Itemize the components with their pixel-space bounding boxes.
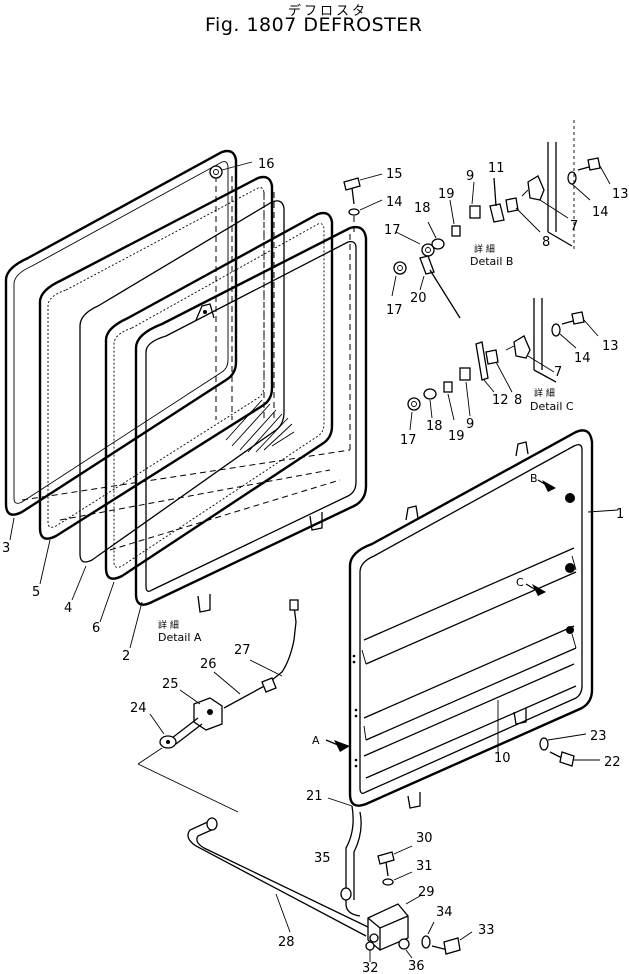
part-label-9-detail-c: 9 (466, 417, 474, 432)
detail-b-label: Detail B (470, 255, 513, 268)
part-label-20: 20 (410, 291, 427, 306)
part-label-23: 23 (590, 729, 607, 744)
part-label-33: 33 (478, 923, 495, 938)
part-label-10: 10 (494, 751, 511, 766)
part-label-5: 5 (32, 585, 40, 600)
arrow-letter-b: B (530, 472, 538, 485)
part-label-6: 6 (92, 621, 100, 636)
part-label-2: 2 (122, 649, 130, 664)
part-15-screw (343, 173, 383, 205)
part-6-inner-seal (104, 211, 334, 580)
part-29-block (367, 895, 421, 951)
part-label-34: 34 (436, 905, 453, 920)
part-label-18-detail-c: 18 (426, 419, 443, 434)
part-label-1: 1 (616, 507, 624, 522)
part-30-31-screw (377, 845, 413, 886)
knob-leader-line-2 (137, 747, 163, 765)
part-14-washer (348, 199, 383, 232)
detail-b-parts (391, 120, 611, 319)
part-label-28: 28 (278, 935, 295, 950)
part-leader-lines (9, 509, 619, 752)
part-label-13-detail-b: 13 (612, 187, 629, 202)
part-25-bracket (179, 689, 223, 731)
detail-b-jp: 詳 細 (474, 243, 495, 255)
knob-leader-line (137, 763, 239, 813)
glass-reflection-hatch (225, 399, 295, 453)
part-32-36-fittings (365, 938, 413, 962)
part-label-36: 36 (408, 959, 425, 974)
part-number-labels: 1 2 3 4 5 6 7 7 8 8 9 9 10 11 12 13 13 1… (2, 157, 629, 974)
part-35-grommet (340, 887, 352, 901)
part-label-25: 25 (162, 677, 179, 692)
part-5-glass-seal (38, 175, 274, 540)
detail-c-jp: 詳 細 (534, 387, 555, 399)
arrow-letters: B C A (312, 472, 538, 747)
arrow-letter-a: A (312, 734, 320, 747)
part-label-30: 30 (416, 831, 433, 846)
part-label-27: 27 (234, 643, 251, 658)
part-26-cable-end (213, 671, 277, 709)
part-label-35: 35 (314, 851, 331, 866)
part-label-17-c: 17 (400, 433, 417, 448)
part-label-31: 31 (416, 859, 433, 874)
part-label-22: 22 (604, 755, 621, 770)
part-34-33-bolt (421, 921, 473, 955)
part-label-8-detail-b: 8 (542, 235, 550, 250)
part-label-32: 32 (362, 961, 379, 974)
detail-a-jp: 詳 細 (158, 619, 179, 631)
part-27-cable (249, 599, 299, 681)
alignment-dashed-lines (21, 176, 351, 551)
part-label-29: 29 (418, 885, 435, 900)
part-1-defroster-panel (348, 429, 594, 809)
part-label-12: 12 (492, 393, 509, 408)
part-21-duct (327, 797, 362, 917)
part-label-26: 26 (200, 657, 217, 672)
part-label-17-b: 17 (386, 303, 403, 318)
part-label-9-detail-b: 9 (466, 169, 474, 184)
part-label-4: 4 (64, 601, 72, 616)
arrow-letter-c: C (516, 576, 524, 589)
part-24-knob (149, 713, 203, 749)
part-label-19-detail-b: 19 (438, 187, 455, 202)
part-label-14-detail-c: 14 (574, 351, 591, 366)
figure-title: Fig. 1807 DEFROSTER (205, 14, 423, 36)
part-28-pipe (187, 817, 371, 937)
part-label-14-top: 14 (386, 195, 403, 210)
part-label-19-detail-c: 19 (448, 429, 465, 444)
detail-a-label: Detail A (158, 631, 202, 644)
part-label-14-detail-b: 14 (592, 205, 609, 220)
part-label-8-detail-c: 8 (514, 393, 522, 408)
part-label-7-detail-c: 7 (554, 365, 562, 380)
view-arrows (325, 479, 556, 752)
part-label-24: 24 (130, 701, 147, 716)
japanese-title: デフロスタ (288, 4, 369, 19)
part-label-11: 11 (488, 161, 505, 176)
detail-c-parts (407, 298, 599, 431)
part-4-glass-pane (79, 200, 285, 563)
part-2-front-frame (134, 225, 368, 613)
part-label-7-detail-b: 7 (570, 219, 578, 234)
part-label-17-a: 17 (384, 223, 401, 238)
part-label-18-detail-b: 18 (414, 201, 431, 216)
detail-labels: 詳 細 Detail A 詳 細 Detail B 詳 細 Detail C (158, 243, 574, 644)
part-16-nut (209, 161, 253, 179)
detail-c-label: Detail C (530, 400, 574, 413)
part-label-16: 16 (258, 157, 275, 172)
part-label-21: 21 (306, 789, 323, 804)
part-3-outer-seal (4, 149, 238, 516)
part-label-15: 15 (386, 167, 403, 182)
part-label-3: 3 (2, 541, 10, 556)
part-label-13-detail-c: 13 (602, 339, 619, 354)
part-23-22-bolt (539, 733, 600, 767)
